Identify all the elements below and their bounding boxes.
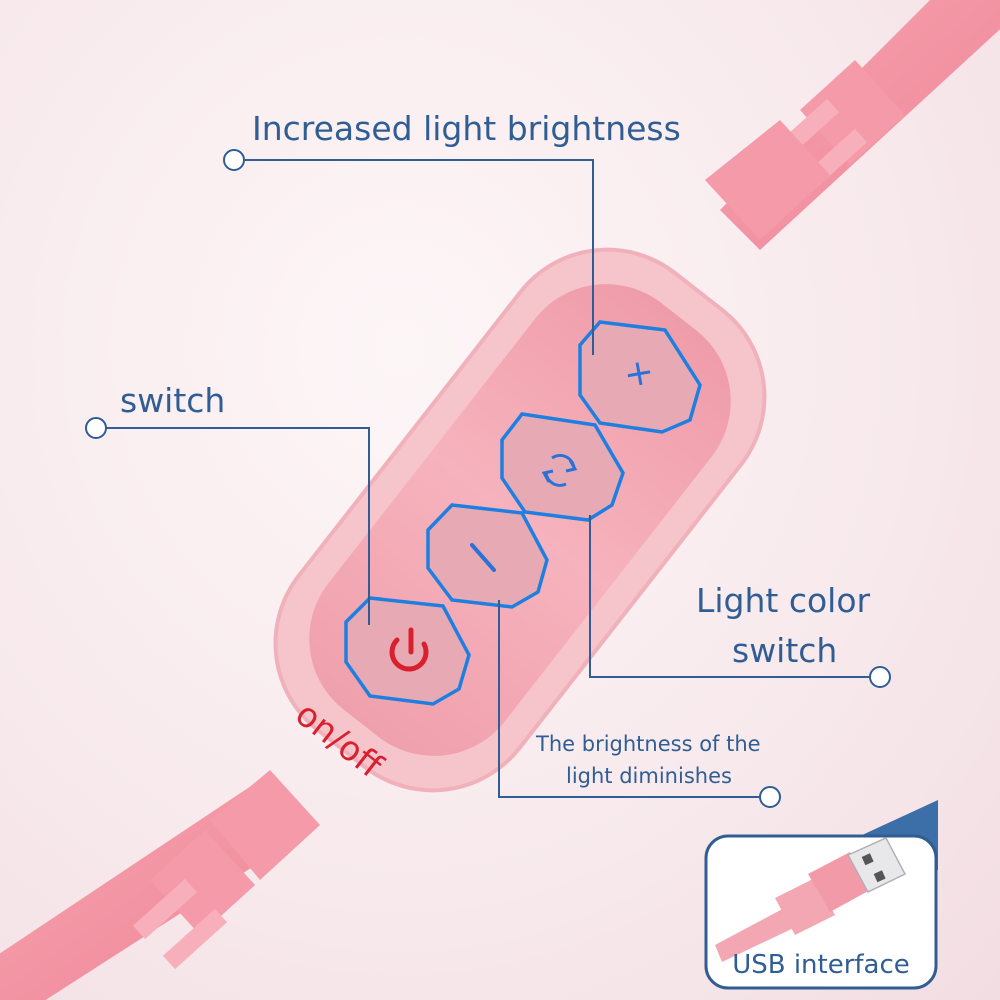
- label-color-line1: Light color: [696, 581, 871, 620]
- plus-button[interactable]: [578, 320, 702, 434]
- top-cable: [705, 0, 1000, 250]
- power-icon: [389, 627, 429, 672]
- callout-increase: [223, 149, 594, 355]
- minus-icon: [470, 543, 496, 572]
- label-diminish-line1: The brightness of the: [536, 732, 761, 756]
- label-increase-brightness: Increased light brightness: [252, 109, 681, 148]
- color-switch-button[interactable]: [500, 412, 625, 522]
- bottom-cable: [0, 770, 320, 1000]
- usb-inset: [704, 800, 938, 990]
- minus-button[interactable]: [426, 503, 549, 609]
- power-button[interactable]: [344, 596, 471, 706]
- label-color-line2: switch: [732, 631, 838, 670]
- plus-icon: +: [620, 350, 658, 397]
- label-diminish-line2: light diminishes: [566, 764, 732, 788]
- callout-switch: [85, 417, 370, 625]
- label-switch: switch: [120, 381, 226, 420]
- usb-interface-label: USB interface: [732, 950, 910, 980]
- callout-color: [589, 515, 891, 688]
- cycle-icon: [541, 453, 578, 487]
- callout-diminish: [498, 600, 781, 808]
